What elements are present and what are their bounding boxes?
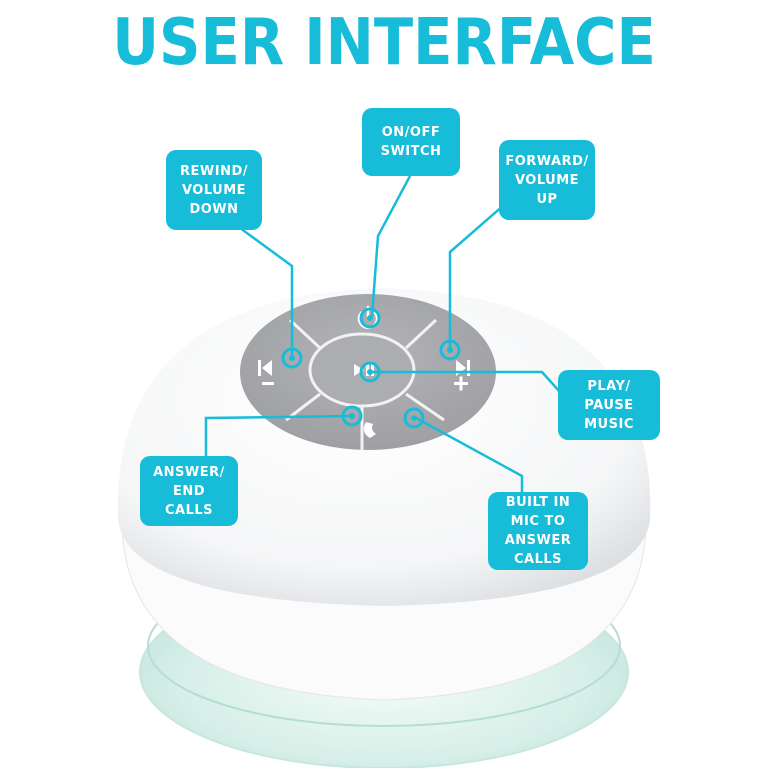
button-dividers [285, 318, 445, 450]
marker-play [359, 361, 381, 383]
marker-rewind [281, 347, 303, 369]
callout-rewind-volume-down: REWIND/ VOLUME DOWN [166, 150, 262, 230]
marker-mic [403, 407, 425, 429]
page-title: USER INTERFACE [112, 6, 656, 80]
callout-rewind-line-3: DOWN [189, 201, 239, 217]
callout-forward-line-2: VOLUME [514, 172, 580, 188]
callout-mic-line-2: MIC TO [510, 514, 566, 529]
callout-mic-line-4: CALLS [513, 552, 563, 567]
marker-forward [439, 339, 461, 361]
callout-on-off-switch: ON/OFF SWITCH [362, 108, 460, 176]
callout-mic-line-3: ANSWER [504, 533, 572, 548]
callout-play-pause-music: PLAY/ PAUSE MUSIC [558, 370, 660, 440]
callout-answer-end-calls: ANSWER/ END CALLS [140, 456, 238, 526]
rewind-minus-icon [258, 360, 274, 385]
play-pause-icon [354, 364, 374, 376]
callout-play-line-1: PLAY/ [587, 378, 631, 394]
callout-forward-line-3: UP [536, 191, 558, 207]
callout-onoff-line-2: SWITCH [380, 144, 442, 159]
callout-onoff-line-1: ON/OFF [381, 125, 441, 140]
marker-onoff [359, 307, 381, 329]
leader-mic [415, 416, 524, 494]
callout-rewind-line-2: VOLUME [181, 182, 247, 198]
callout-answer-line-1: ANSWER/ [153, 464, 225, 480]
callout-answer-line-2: END [172, 483, 206, 499]
leader-forward [448, 197, 513, 350]
callout-mic-line-1: BUILT IN [505, 495, 571, 510]
leader-onoff [370, 175, 412, 317]
leader-lines [204, 175, 561, 494]
callout-built-in-mic: BUILT IN MIC TO ANSWER CALLS [488, 492, 588, 570]
marker-answer [341, 405, 363, 427]
callout-play-line-3: MUSIC [584, 416, 634, 432]
callout-answer-line-3: CALLS [164, 502, 214, 518]
callout-forward-line-1: FORWARD/ [505, 153, 589, 169]
target-markers [281, 307, 461, 429]
leader-play [370, 370, 561, 393]
leader-rewind [239, 226, 294, 356]
callout-rewind-line-1: REWIND/ [180, 163, 248, 179]
phone-icon [363, 422, 376, 438]
callout-play-line-2: PAUSE [584, 397, 634, 413]
callout-forward-volume-up: FORWARD/ VOLUME UP [499, 140, 595, 220]
leader-answer [204, 414, 353, 458]
